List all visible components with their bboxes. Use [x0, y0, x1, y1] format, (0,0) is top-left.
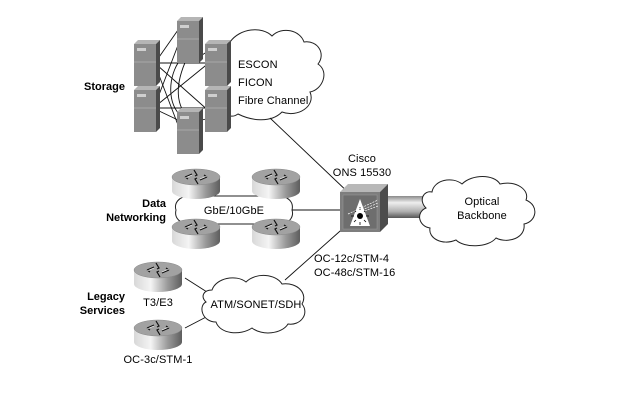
- storage-cloud: [225, 29, 325, 121]
- optical-backbone-label-line2: Backbone: [457, 210, 507, 222]
- router-icon: [171, 168, 221, 200]
- data-networking-label-line1: Data: [142, 198, 167, 210]
- legacy-to-ons-link: [284, 223, 349, 281]
- router-icon: [133, 261, 183, 293]
- optical-backbone-cloud: [419, 176, 536, 247]
- device-name-line1: Cisco: [348, 153, 376, 165]
- storage-protocol-fibre-channel: Fibre Channel: [238, 95, 308, 107]
- link-label-oc3: OC-3c/STM-1: [124, 354, 193, 366]
- link-label-t3-e3: T3/E3: [143, 297, 173, 309]
- storage-server-icon: [204, 85, 232, 133]
- legacy-cloud-label: ATM/SONET/SDH: [211, 299, 302, 311]
- storage-server-icon: [176, 107, 204, 155]
- link-label-oc48: OC-48c/STM-16: [314, 267, 395, 279]
- storage-group-label: Storage: [84, 81, 125, 93]
- device-name-line2: ONS 15530: [333, 167, 391, 179]
- t3-link: [184, 277, 208, 293]
- optical-backbone-label-line1: Optical: [465, 196, 500, 208]
- storage-server-icon: [176, 16, 204, 64]
- ethernet-cloud-label: GbE/10GbE: [204, 205, 264, 217]
- storage-server-icon: [133, 39, 161, 87]
- router-icon: [133, 319, 183, 351]
- router-icon: [251, 218, 301, 250]
- storage-server-icon: [204, 39, 232, 87]
- storage-to-ons-link: [269, 117, 353, 197]
- storage-server-icon: [133, 85, 161, 133]
- router-icon: [251, 168, 301, 200]
- data-networking-label-line2: Networking: [106, 212, 166, 224]
- router-icon: [171, 218, 221, 250]
- link-label-oc12: OC-12c/STM-4: [314, 253, 389, 265]
- legacy-cloud: [201, 275, 306, 334]
- storage-protocol-ficon: FICON: [238, 77, 273, 89]
- storage-protocol-escon: ESCON: [238, 59, 278, 71]
- ons-15530-device-icon: [340, 184, 388, 232]
- legacy-services-label-line1: Legacy: [87, 291, 126, 303]
- legacy-services-label-line2: Services: [80, 305, 125, 317]
